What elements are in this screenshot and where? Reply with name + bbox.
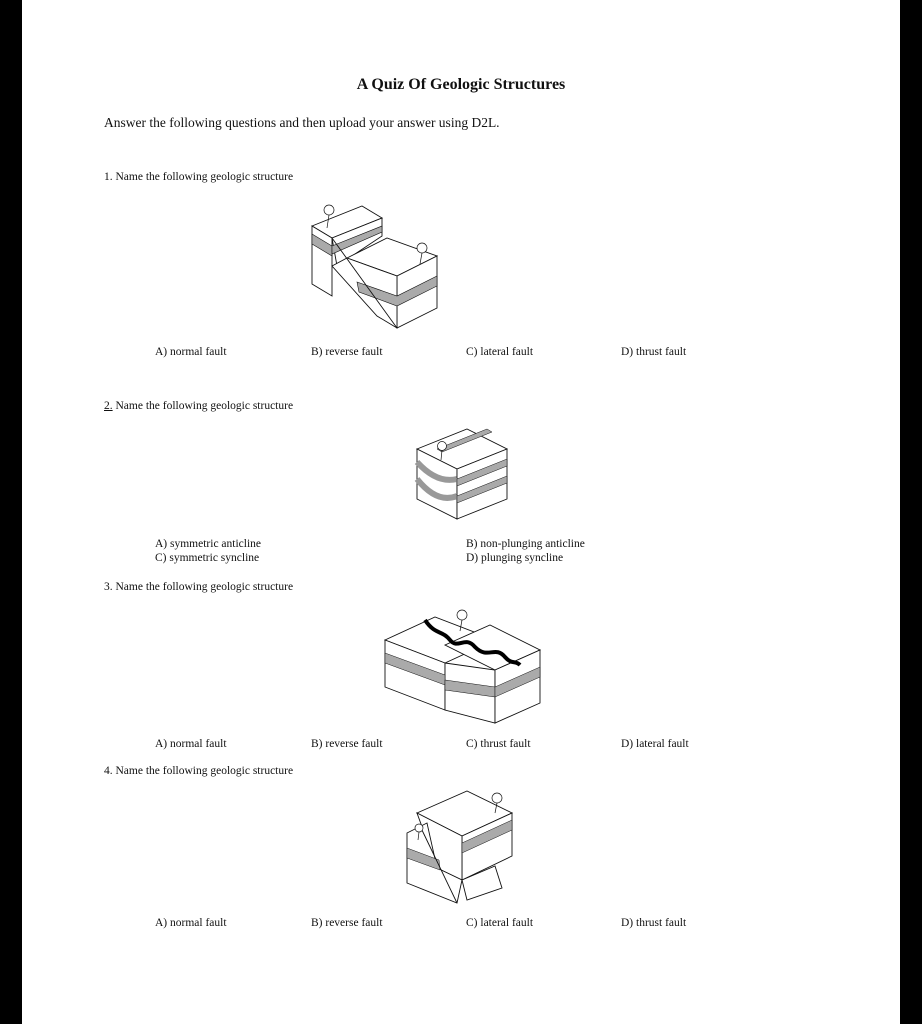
question-3-option-c[interactable]: C) thrust fault <box>466 738 531 750</box>
block-diagram-fault-icon <box>310 204 439 329</box>
question-2-option-c[interactable]: C) symmetric syncline <box>155 552 260 564</box>
question-2-number: 2. <box>104 400 113 412</box>
question-2: 2. Name the following geologic structure <box>104 400 293 412</box>
block-diagram-reverse-fault-icon <box>406 790 514 904</box>
block-diagram-fold-icon <box>414 428 509 520</box>
question-4-option-c[interactable]: C) lateral fault <box>466 917 534 929</box>
question-1: 1. Name the following geologic structure <box>104 171 293 183</box>
quiz-page: A Quiz Of Geologic Structures Answer the… <box>22 0 900 1024</box>
question-3-prompt: Name the following geologic structure <box>115 581 294 593</box>
question-3: 3. Name the following geologic structure <box>104 581 293 593</box>
question-3-number: 3. <box>104 581 113 593</box>
question-1-number: 1. <box>104 171 113 183</box>
question-3-option-b[interactable]: B) reverse fault <box>311 738 383 750</box>
block-diagram-strike-slip-icon <box>383 609 542 724</box>
question-1-option-b[interactable]: B) reverse fault <box>311 346 383 358</box>
question-4: 4. Name the following geologic structure <box>104 765 293 777</box>
question-1-option-a[interactable]: A) normal fault <box>155 346 227 358</box>
question-1-option-d[interactable]: D) thrust fault <box>621 346 687 358</box>
question-4-option-b[interactable]: B) reverse fault <box>311 917 383 929</box>
page-title: A Quiz Of Geologic Structures <box>356 76 566 93</box>
question-4-number: 4. <box>104 765 113 777</box>
question-3-option-d[interactable]: D) lateral fault <box>621 738 689 750</box>
question-1-prompt: Name the following geologic structure <box>115 171 294 183</box>
question-2-option-b[interactable]: B) non-plunging anticline <box>466 538 585 550</box>
question-4-option-d[interactable]: D) thrust fault <box>621 917 687 929</box>
question-3-option-a[interactable]: A) normal fault <box>155 738 227 750</box>
question-4-prompt: Name the following geologic structure <box>115 765 294 777</box>
instructions: Answer the following questions and then … <box>104 115 500 130</box>
question-4-option-a[interactable]: A) normal fault <box>155 917 227 929</box>
question-1-option-c[interactable]: C) lateral fault <box>466 346 534 358</box>
question-2-option-a[interactable]: A) symmetric anticline <box>155 538 262 550</box>
question-2-prompt: Name the following geologic structure <box>115 400 294 412</box>
question-2-option-d[interactable]: D) plunging syncline <box>466 552 564 564</box>
